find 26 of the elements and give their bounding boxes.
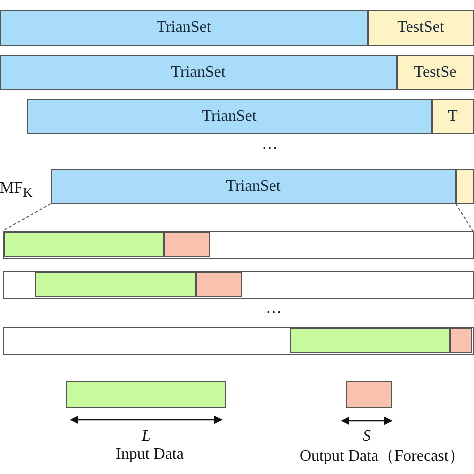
leader-line	[456, 204, 474, 232]
leader-line	[2, 204, 52, 232]
dimension-label: S	[363, 428, 371, 446]
window-bar	[3, 271, 474, 299]
test-set-bar: T	[432, 99, 474, 134]
test-set-bar: TestSe	[397, 55, 474, 90]
train-set-bar: TrianSet	[0, 10, 368, 46]
ellipsis: …	[266, 300, 282, 318]
row-label: MF$_{K}$	[0, 180, 33, 202]
input-segment	[35, 272, 196, 297]
train-set-bar: TrianSet	[51, 169, 456, 204]
train-set-bar: TrianSet	[0, 55, 397, 90]
dimension-label: L	[142, 428, 151, 446]
window-bar	[3, 231, 474, 259]
window-bar	[3, 327, 474, 355]
output-segment	[164, 232, 210, 257]
input-segment	[4, 232, 164, 257]
output-segment	[450, 328, 472, 353]
legend-label: Input Data	[116, 446, 184, 464]
ellipsis: …	[262, 136, 278, 154]
output-segment	[196, 272, 242, 297]
legend-label: Output Data（Forecast）	[300, 447, 465, 467]
test-set-bar: TestSet	[368, 10, 474, 46]
input-segment	[290, 328, 450, 353]
train-set-bar: TrianSet	[27, 99, 432, 134]
test-set-bar	[456, 169, 474, 204]
